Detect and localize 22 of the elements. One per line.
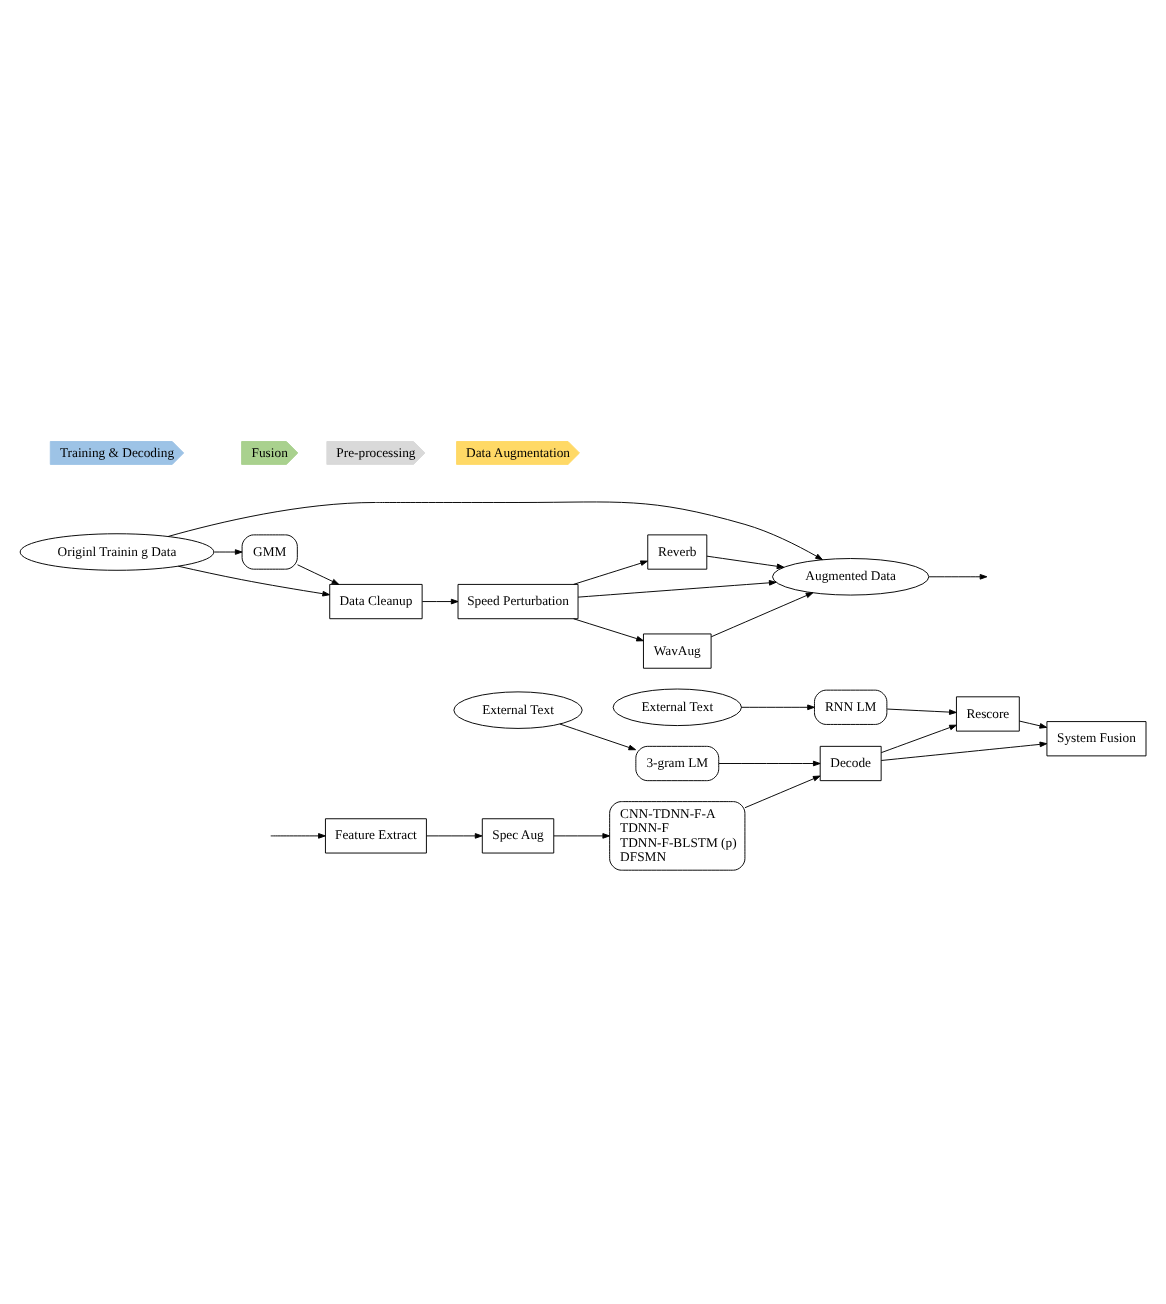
arrow: [213, 548, 243, 554]
arrow: [177, 564, 330, 596]
arrow: [297, 563, 340, 584]
arrow: [559, 722, 637, 750]
arrow: [573, 559, 648, 584]
arrow: [744, 774, 821, 808]
arrow: [880, 740, 1048, 760]
arrow: [718, 759, 821, 766]
arrow: [1018, 719, 1048, 728]
arrow: [880, 723, 957, 753]
arrow: [886, 707, 957, 714]
arrow: [740, 703, 815, 710]
arrow: [928, 573, 988, 579]
arrow: [573, 617, 644, 641]
arrow: [421, 597, 459, 604]
arrow: [710, 591, 814, 637]
arrow: [553, 832, 610, 838]
arrow: [706, 554, 785, 569]
arrow: [167, 500, 823, 560]
arrow: [577, 579, 777, 597]
arrow: [270, 832, 326, 838]
arrow: [426, 832, 483, 838]
